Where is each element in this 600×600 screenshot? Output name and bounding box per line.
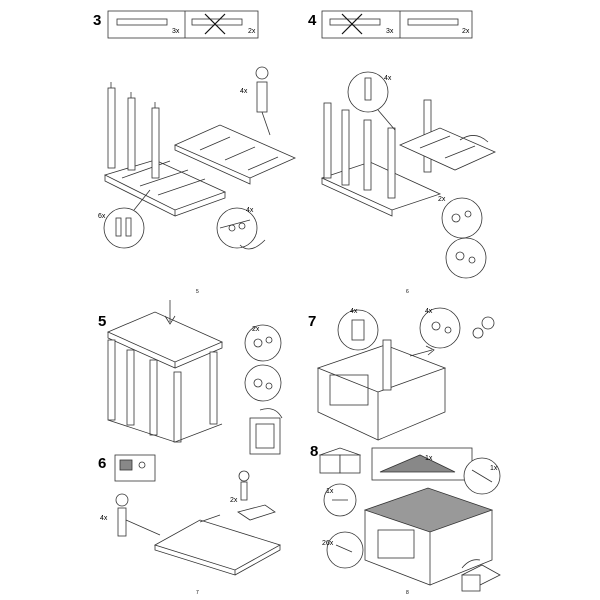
step-4-cam-magnifier-1 [441, 197, 483, 239]
step-8-nail-magnifier [323, 483, 357, 517]
push-arrow-icon [409, 345, 435, 357]
step-3-parts-box: 3x 2x [107, 10, 259, 39]
step-5-number: 5 [98, 313, 106, 330]
step-4-panel [399, 127, 496, 171]
step-6-panel [153, 519, 282, 576]
step-6-callout-1: 4x [100, 515, 108, 522]
step-4-frame [320, 99, 442, 217]
step-3-cam-magnifier [216, 207, 266, 250]
step-4-number: 4 [308, 12, 317, 29]
step-4-callout-2: 2x [438, 196, 446, 203]
step-5-cam-magnifier-1 [244, 324, 282, 362]
step-8-callout-4: 26x [322, 540, 334, 547]
step-8-cabinet-icon [318, 447, 362, 474]
step-8-tool-magnifier [463, 457, 501, 495]
step-7-callout-2: 4x [425, 308, 433, 315]
step-8-callout-1: 1x [425, 455, 433, 462]
step-8-back-panel-box [371, 447, 473, 481]
step-8-rotate-icon [461, 559, 501, 592]
step-7-dowel-magnifier [337, 309, 379, 351]
step-8-callout-3: 1x [326, 488, 334, 495]
step-7-number: 7 [308, 313, 316, 330]
step-7-callout-1: 4x [350, 308, 358, 315]
step-5-cam-magnifier-2 [244, 364, 282, 402]
step-6-number: 6 [98, 455, 106, 472]
step-4-dowel-magnifier [347, 71, 396, 131]
down-arrow-icon [164, 300, 176, 325]
step-5-flip-icon [249, 408, 283, 455]
step-6-callout-2: 2x [230, 497, 238, 504]
step-5-carcass [107, 311, 223, 443]
step-3-frame [103, 82, 227, 217]
step-3-top-panel [174, 124, 296, 185]
step-3-part-2-qty: 2x [248, 28, 256, 35]
step-6-bracket-detail [199, 470, 276, 523]
page-number-8: 8 [406, 590, 409, 596]
step-3-number: 3 [93, 12, 101, 29]
step-8-cabinet [363, 487, 494, 586]
page-number-6: 6 [406, 289, 409, 295]
step-7-cam-detail [472, 316, 495, 339]
step-8-callout-2: 1x [490, 465, 498, 472]
step-3-screw-detail [255, 66, 271, 136]
step-7-cam-magnifier [419, 307, 461, 349]
step-6-hardware-box [114, 454, 156, 482]
page-number-5: 5 [196, 289, 199, 295]
step-4-callout-1: 4x [384, 75, 392, 82]
step-7-cabinet [316, 339, 447, 441]
step-3-dowel-magnifier [103, 189, 151, 249]
step-4-parts-box: 3x 2x [321, 10, 473, 39]
step-3-callout-3: 4x [246, 207, 254, 214]
step-8-number: 8 [310, 443, 318, 460]
step-5-callout-1: 2x [252, 326, 260, 333]
step-3-part-1-qty: 3x [172, 28, 180, 35]
page-number-7: 7 [196, 590, 199, 596]
step-6-screw-detail [115, 493, 161, 537]
step-4-part-1-qty: 3x [386, 28, 394, 35]
step-4-part-2-qty: 2x [462, 28, 470, 35]
rotate-arrow-icon [459, 135, 489, 143]
step-3-callout-2: 6x [98, 213, 106, 220]
step-3-callout-1: 4x [240, 88, 248, 95]
step-8-hammer-magnifier [326, 531, 364, 569]
step-4-cam-magnifier-2 [445, 237, 487, 279]
